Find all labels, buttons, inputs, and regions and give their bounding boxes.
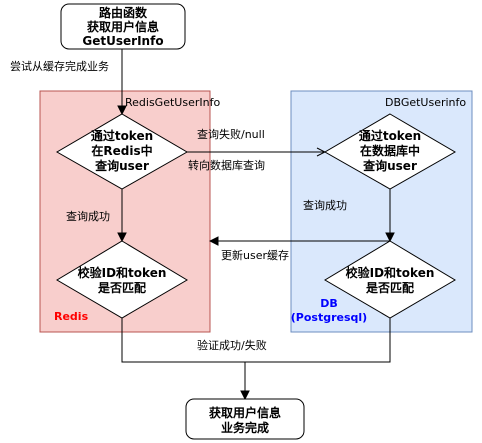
edge-redis-verify-to-end xyxy=(121,318,245,363)
edge-label-redis-success: 查询成功 xyxy=(66,209,110,223)
end-node-line-1: 获取用户信息 xyxy=(208,405,281,420)
redis-verify-line-2: 是否匹配 xyxy=(97,280,146,295)
edge-label-query-fail: 查询失败/null xyxy=(197,127,265,141)
db-group-footer-line-1: DB xyxy=(320,297,338,310)
redis-query-line-2: 在Redis中 xyxy=(91,143,152,158)
db-query-decision xyxy=(323,113,457,190)
redis-group-title: RedisGetUserInfo xyxy=(125,96,220,109)
db-query-line-2: 在数据库中 xyxy=(360,143,420,158)
redis-query-line-3: 查询user xyxy=(94,158,149,173)
db-group-footer-line-2: (Postgresql) xyxy=(291,311,367,324)
db-verify-line-1: 校验ID和token xyxy=(346,265,435,280)
end-node-line-2: 业务完成 xyxy=(221,420,269,435)
db-verify-decision xyxy=(324,240,456,319)
redis-group-footer: Redis xyxy=(54,310,89,323)
edge-label-try-cache: 尝试从缓存完成业务 xyxy=(10,59,109,73)
end-node xyxy=(185,398,305,440)
db-query-line-3: 查询user xyxy=(362,158,417,173)
db-query-line-1: 通过token xyxy=(359,128,421,143)
db-group-title: DBGetUserinfo xyxy=(385,96,466,109)
start-node-line-3: GetUserInfo xyxy=(82,34,163,48)
start-node-line-2: 获取用户信息 xyxy=(86,19,159,34)
redis-verify-line-1: 校验ID和token xyxy=(78,265,167,280)
start-node-line-1: 路由函数 xyxy=(99,5,148,20)
edge-label-db-success: 查询成功 xyxy=(303,198,347,212)
edge-label-goto-db: 转向数据库查询 xyxy=(188,158,265,172)
edge-label-verify-result: 验证成功/失败 xyxy=(197,338,267,352)
redis-query-decision xyxy=(55,113,189,190)
redis-verify-decision xyxy=(56,240,188,319)
start-node xyxy=(60,3,186,50)
edge-db-verify-to-end xyxy=(245,318,391,363)
db-verify-line-2: 是否匹配 xyxy=(365,280,414,295)
redis-query-line-1: 通过token xyxy=(91,128,153,143)
edge-label-update-cache: 更新user缓存 xyxy=(221,248,289,262)
